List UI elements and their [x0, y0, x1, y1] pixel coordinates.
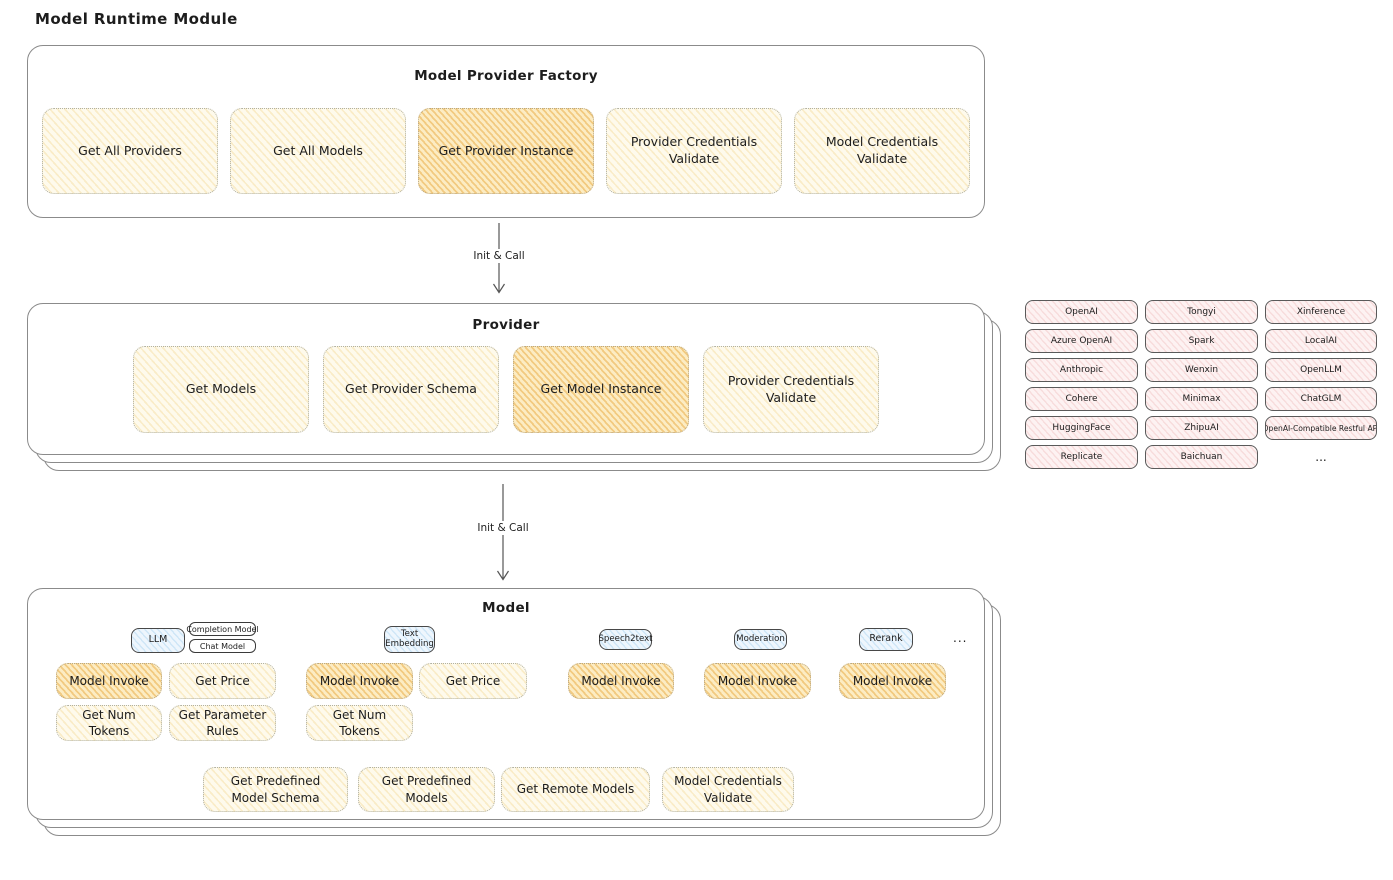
provider-cell-baichuan: Baichuan	[1145, 445, 1258, 469]
provider-box-provider-credentials-validate: Provider Credentials Validate	[703, 346, 879, 433]
provider-cell-huggingface: HuggingFace	[1025, 416, 1138, 440]
providers-grid-more: ...	[1315, 450, 1327, 464]
llm-get-num-tokens: Get Num Tokens	[56, 705, 162, 741]
provider-cell-openllm: OpenLLM	[1265, 358, 1377, 382]
provider-box-row: Get Models Get Provider Schema Get Model…	[28, 346, 984, 433]
provider-cell-zhipuai: ZhipuAI	[1145, 416, 1258, 440]
tag-speech2text: Speech2text	[598, 629, 653, 650]
provider-cell-xinference: Xinference	[1265, 300, 1377, 324]
provider-box-get-provider-schema: Get Provider Schema	[323, 346, 499, 433]
factory-box-model-credentials-validate: Model Credentials Validate	[794, 108, 970, 194]
provider-cell-openai-compatible: OpenAI-Compatible Restful API	[1265, 416, 1377, 440]
page-title: Model Runtime Module	[35, 10, 238, 28]
model-title: Model	[482, 600, 530, 616]
factory-panel-border: Model Provider Factory Get All Providers…	[27, 45, 985, 218]
provider-cell-localai: LocalAI	[1265, 329, 1377, 353]
provider-cell-minimax: Minimax	[1145, 387, 1258, 411]
embedding-get-num-tokens: Get Num Tokens	[306, 705, 413, 741]
model-get-predefined-model-schema: Get Predefined Model Schema	[203, 767, 348, 812]
provider-panel-border: Provider Get Models Get Provider Schema …	[27, 303, 985, 455]
tag-llm: LLM	[131, 628, 185, 653]
provider-box-get-model-instance: Get Model Instance	[513, 346, 689, 433]
model-get-predefined-models: Get Predefined Models	[358, 767, 495, 812]
model-get-remote-models: Get Remote Models	[501, 767, 650, 812]
factory-box-row: Get All Providers Get All Models Get Pro…	[28, 108, 984, 194]
factory-box-get-all-providers: Get All Providers	[42, 108, 218, 194]
llm-model-invoke: Model Invoke	[56, 663, 162, 699]
llm-get-parameter-rules: Get Parameter Rules	[169, 705, 276, 741]
provider-title: Provider	[472, 317, 540, 333]
init-call-arrow-2: Init & Call	[472, 484, 534, 582]
provider-cell-tongyi: Tongyi	[1145, 300, 1258, 324]
provider-cell-spark: Spark	[1145, 329, 1258, 353]
tag-moderation: Moderation	[734, 629, 787, 650]
provider-box-get-models: Get Models	[133, 346, 309, 433]
init-call-label-2: Init & Call	[472, 521, 534, 535]
model-model-credentials-validate: Model Credentials Validate	[662, 767, 794, 812]
tag-rerank: Rerank	[859, 628, 913, 651]
model-tags-more: ...	[953, 631, 968, 645]
provider-cell-chatglm: ChatGLM	[1265, 387, 1377, 411]
tag-text-embedding: Text Embedding	[384, 626, 435, 653]
factory-panel: Model Provider Factory Get All Providers…	[27, 45, 985, 218]
init-call-label-1: Init & Call	[468, 249, 530, 263]
init-call-arrow-1: Init & Call	[468, 223, 530, 295]
tag-completion-model: Completion Model	[186, 622, 259, 636]
provider-cell-openai: OpenAI	[1025, 300, 1138, 324]
embedding-model-invoke: Model Invoke	[306, 663, 413, 699]
factory-box-get-all-models: Get All Models	[230, 108, 406, 194]
provider-cell-cohere: Cohere	[1025, 387, 1138, 411]
model-panel: Model LLM Completion Model Chat Model Te…	[27, 588, 1001, 836]
provider-cell-anthropic: Anthropic	[1025, 358, 1138, 382]
provider-cell-azure-openai: Azure OpenAI	[1025, 329, 1138, 353]
provider-panel: Provider Get Models Get Provider Schema …	[27, 303, 1001, 471]
provider-cell-replicate: Replicate	[1025, 445, 1138, 469]
embedding-get-price: Get Price	[419, 663, 527, 699]
factory-box-provider-credentials-validate: Provider Credentials Validate	[606, 108, 782, 194]
speech2text-model-invoke: Model Invoke	[568, 663, 674, 699]
model-panel-border: Model LLM Completion Model Chat Model Te…	[27, 588, 985, 820]
moderation-model-invoke: Model Invoke	[704, 663, 811, 699]
llm-get-price: Get Price	[169, 663, 276, 699]
providers-grid: OpenAI Tongyi Xinference Azure OpenAI Sp…	[1025, 300, 1377, 469]
tag-chat-model: Chat Model	[189, 639, 256, 653]
provider-cell-wenxin: Wenxin	[1145, 358, 1258, 382]
rerank-model-invoke: Model Invoke	[839, 663, 946, 699]
factory-box-get-provider-instance: Get Provider Instance	[418, 108, 594, 194]
factory-title: Model Provider Factory	[414, 68, 598, 84]
